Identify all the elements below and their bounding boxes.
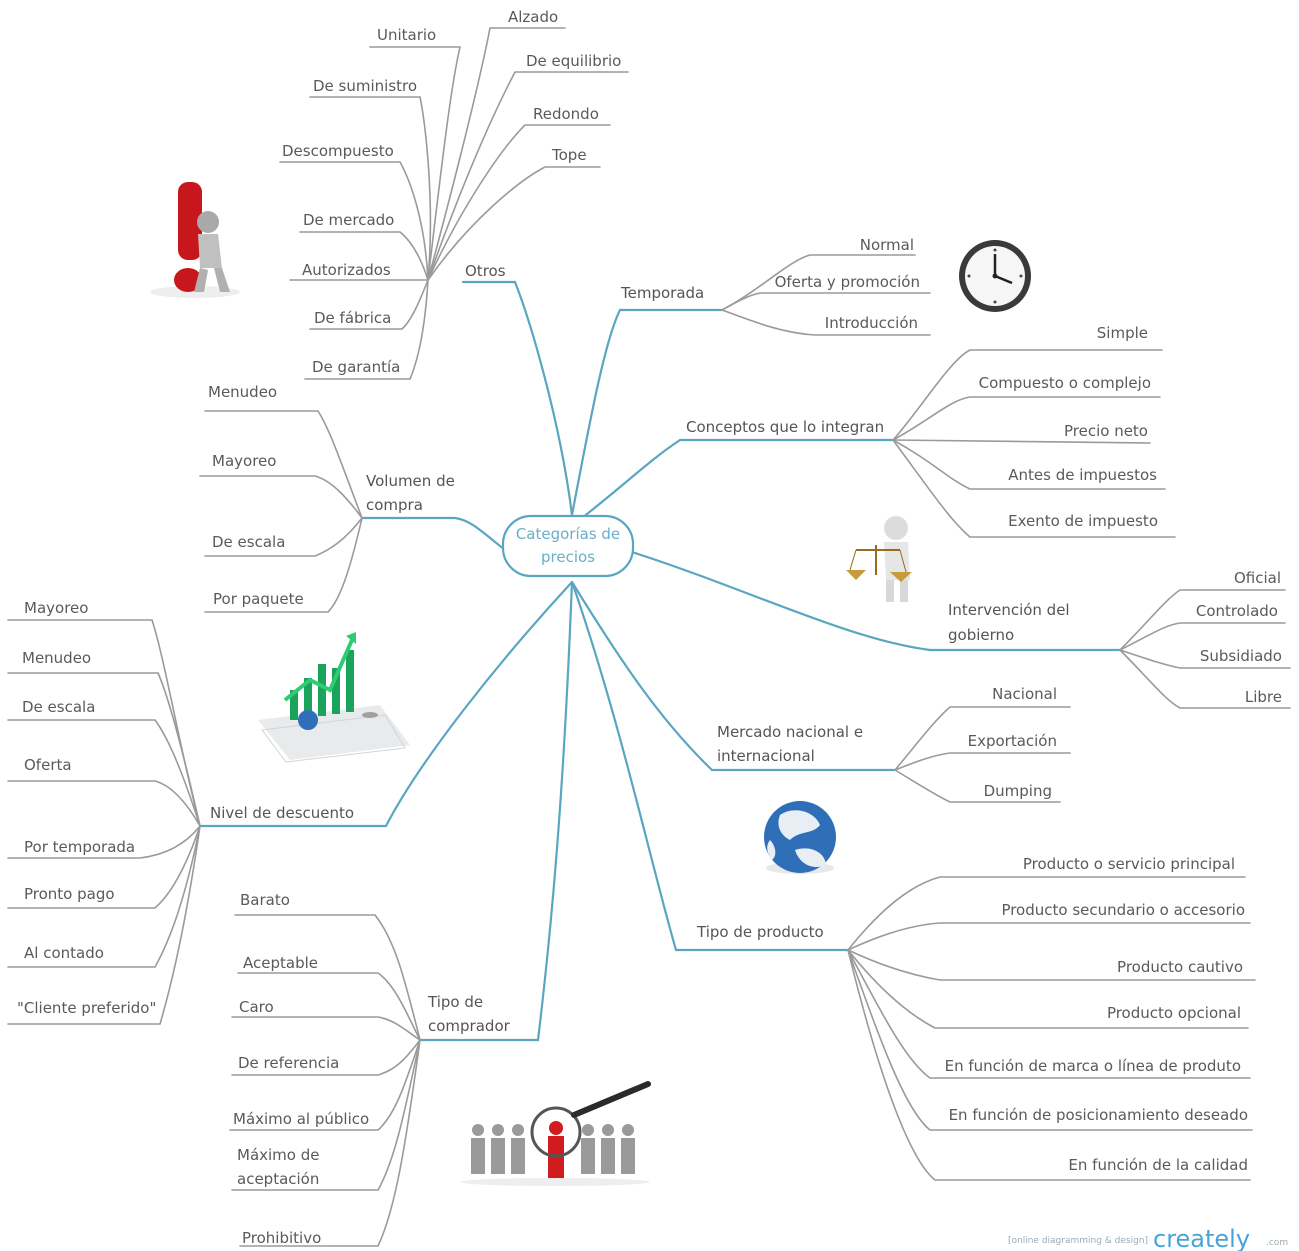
leaf-mercado-dumping: Dumping <box>984 782 1052 800</box>
people-magnifier-icon <box>460 1081 651 1186</box>
leaf-branches <box>7 27 1291 1247</box>
leaf-conceptos-exento: Exento de impuesto <box>1008 512 1158 530</box>
category-volumen-line2[interactable]: compra <box>366 496 423 514</box>
watermark-suffix: .com <box>1266 1238 1288 1248</box>
leaf-descuento-pronto-pago: Pronto pago <box>24 885 115 903</box>
leaf-temporada-introduccion: Introducción <box>825 314 918 332</box>
leaf-comprador-aceptable: Aceptable <box>243 954 318 972</box>
category-comprador-line1[interactable]: Tipo de <box>427 993 483 1011</box>
category-temporada[interactable]: Temporada <box>620 284 704 302</box>
leaf-volumen-escala: De escala <box>212 533 285 551</box>
justice-scale-figure-icon <box>846 516 912 602</box>
exclamation-figure-icon <box>150 182 240 298</box>
leaf-descuento-menudeo: Menudeo <box>22 649 91 667</box>
leaf-volumen-paquete: Por paquete <box>213 590 304 608</box>
leaf-producto-posicionamiento: En función de posicionamiento deseado <box>949 1106 1248 1124</box>
leaf-volumen-mayoreo: Mayoreo <box>212 452 276 470</box>
leaf-mercado-exportacion: Exportación <box>968 732 1057 750</box>
leaf-otros-redondo: Redondo <box>533 105 599 123</box>
leaf-producto-secundario: Producto secundario o accesorio <box>1001 901 1245 919</box>
center-node[interactable] <box>501 514 635 578</box>
leaf-comprador-barato: Barato <box>240 891 290 909</box>
leaf-intervencion-libre: Libre <box>1245 688 1282 706</box>
leaf-otros-autorizados: Autorizados <box>302 261 391 279</box>
category-intervencion-line2[interactable]: gobierno <box>948 626 1014 644</box>
center-line-2: precios <box>541 548 595 566</box>
leaf-conceptos-simple: Simple <box>1097 324 1148 342</box>
leaf-conceptos-compuesto: Compuesto o complejo <box>979 374 1151 392</box>
leaf-comprador-caro: Caro <box>239 998 274 1016</box>
leaf-intervencion-controlado: Controlado <box>1196 602 1278 620</box>
leaf-intervencion-oficial: Oficial <box>1234 569 1281 587</box>
watermark-tagline: [online diagramming & design] <box>1008 1236 1148 1246</box>
leaf-comprador-maximo-publico: Máximo al público <box>233 1110 369 1128</box>
leaf-temporada-oferta: Oferta y promoción <box>775 273 920 291</box>
leaf-descuento-temporada: Por temporada <box>24 838 135 856</box>
leaf-comprador-maximo-aceptacion-1: Máximo de <box>237 1146 320 1164</box>
leaf-otros-tope: Tope <box>551 146 587 164</box>
leaf-comprador-referencia: De referencia <box>238 1054 339 1072</box>
leaf-producto-principal: Producto o servicio principal <box>1023 855 1235 873</box>
leaf-volumen-menudeo: Menudeo <box>208 383 277 401</box>
category-volumen-line1[interactable]: Volumen de <box>366 472 455 490</box>
wall-clock-icon <box>959 240 1031 312</box>
leaf-otros-fabrica: De fábrica <box>314 309 391 327</box>
leaf-descuento-oferta: Oferta <box>24 756 72 774</box>
center-line-1: Categorías de <box>516 525 620 543</box>
category-otros[interactable]: Otros <box>465 262 506 280</box>
leaf-descuento-escala: De escala <box>22 698 95 716</box>
leaf-otros-unitario: Unitario <box>377 26 436 44</box>
main-branches <box>198 280 1122 1042</box>
leaf-producto-marca: En función de marca o línea de produto <box>945 1057 1241 1075</box>
leaf-producto-cautivo: Producto cautivo <box>1117 958 1243 976</box>
leaf-temporada-normal: Normal <box>860 236 914 254</box>
category-descuento[interactable]: Nivel de descuento <box>210 804 354 822</box>
leaf-intervencion-subsidiado: Subsidiado <box>1200 647 1282 665</box>
leaf-otros-suministro: De suministro <box>313 77 417 95</box>
leaf-producto-calidad: En función de la calidad <box>1068 1156 1248 1174</box>
leaf-otros-mercado: De mercado <box>303 211 394 229</box>
leaf-comprador-prohibitivo: Prohibitivo <box>242 1229 321 1247</box>
category-tipo-producto[interactable]: Tipo de producto <box>696 923 824 941</box>
growth-chart-icon <box>258 632 410 763</box>
leaf-conceptos-antes: Antes de impuestos <box>1008 466 1157 484</box>
leaf-otros-alzado: Alzado <box>508 8 558 26</box>
leaf-descuento-mayoreo: Mayoreo <box>24 599 88 617</box>
leaf-otros-garantia: De garantía <box>312 358 400 376</box>
watermark-brand: creately <box>1153 1225 1250 1251</box>
leaf-mercado-nacional: Nacional <box>992 685 1057 703</box>
leaf-conceptos-neto: Precio neto <box>1064 422 1148 440</box>
leaf-descuento-cliente: "Cliente preferido" <box>17 999 156 1017</box>
category-mercado-line1[interactable]: Mercado nacional e <box>717 723 863 741</box>
leaf-comprador-maximo-aceptacion-2: aceptación <box>237 1170 319 1188</box>
leaf-producto-opcional: Producto opcional <box>1107 1004 1241 1022</box>
category-conceptos[interactable]: Conceptos que lo integran <box>686 418 884 436</box>
category-mercado-line2[interactable]: internacional <box>717 747 815 765</box>
globe-icon <box>764 801 836 874</box>
creately-watermark: [online diagramming & design] creately .… <box>1008 1225 1288 1251</box>
category-comprador-line2[interactable]: comprador <box>428 1017 511 1035</box>
leaf-otros-equilibrio: De equilibrio <box>526 52 621 70</box>
category-intervencion-line1[interactable]: Intervención del <box>948 601 1070 619</box>
leaf-descuento-contado: Al contado <box>24 944 104 962</box>
leaf-otros-descompuesto: Descompuesto <box>282 142 394 160</box>
